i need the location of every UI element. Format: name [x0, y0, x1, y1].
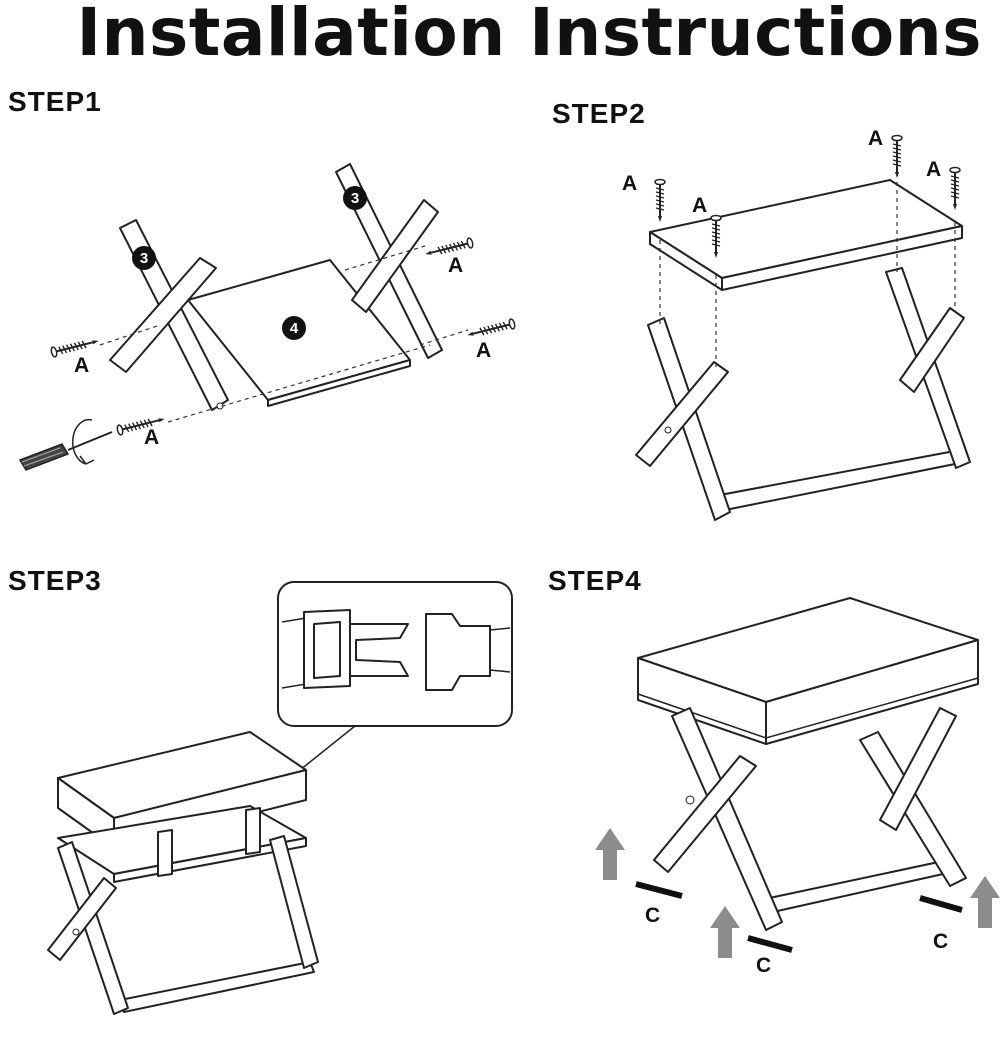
step4-diagram: C C C	[595, 597, 1000, 977]
screw-icon	[654, 178, 666, 223]
left-x-leg	[671, 707, 783, 931]
up-arrow-icon	[595, 828, 625, 880]
up-arrow-icon	[970, 876, 1000, 928]
step1-heading: STEP1	[8, 86, 102, 117]
clip-label: C	[933, 930, 948, 953]
up-arrow-icon	[710, 906, 740, 958]
clip-label: C	[645, 904, 660, 927]
screw-label: A	[926, 158, 941, 181]
step3-diagram	[47, 581, 513, 1015]
buckle-icon	[281, 609, 511, 691]
right-x-leg-front	[351, 199, 439, 313]
step1-diagram: 3 3 4 A A A A	[18, 163, 517, 471]
screw-label: A	[692, 194, 707, 217]
right-x-leg	[859, 731, 967, 887]
screw-icon	[465, 317, 517, 341]
part-number-badge: 4	[290, 320, 299, 337]
page-title: Installation Instructions	[76, 0, 982, 71]
step2-heading: STEP2	[552, 98, 646, 129]
left-x-leg-front	[109, 257, 217, 373]
screw-label: A	[622, 172, 637, 195]
screw-label: A	[448, 254, 463, 277]
screw-icon	[949, 166, 961, 211]
screw-label: A	[144, 426, 159, 449]
screwdriver-icon	[18, 418, 113, 471]
screw-label: A	[476, 339, 491, 362]
part-number-badge: 3	[140, 250, 148, 267]
screw-label: A	[74, 354, 89, 377]
step4-heading: STEP4	[548, 565, 642, 596]
screw-label: A	[868, 127, 883, 150]
clip-label: C	[756, 954, 771, 977]
step2-diagram: A A A A	[622, 127, 971, 521]
screw-icon	[891, 134, 903, 179]
part-number-badge: 3	[351, 190, 359, 207]
step3-heading: STEP3	[8, 565, 102, 596]
